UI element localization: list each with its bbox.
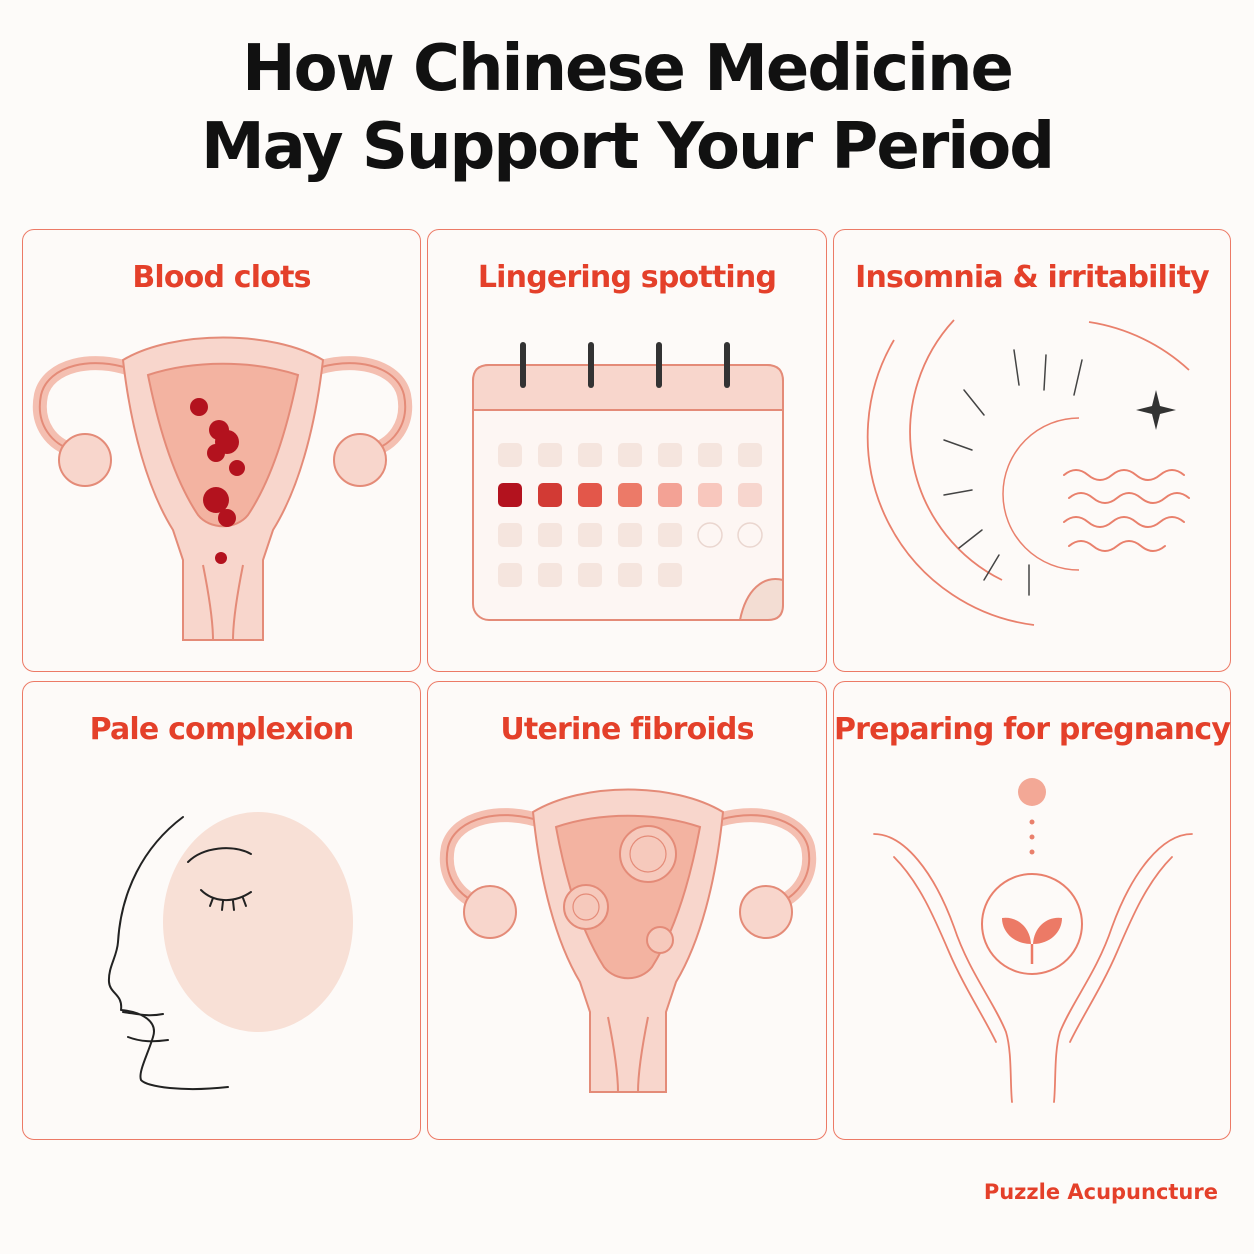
card-pale-complexion: Pale complexion xyxy=(22,681,421,1140)
uterus-fibroids-icon xyxy=(439,788,817,1093)
card-preparing-for-pregnancy: Preparing for pregnancy xyxy=(833,681,1231,1140)
card-title: Blood clots xyxy=(132,260,311,295)
brand-footer: Puzzle Acupuncture xyxy=(983,1180,1218,1204)
page-title: How Chinese Medicine May Support Your Pe… xyxy=(0,30,1254,186)
title-line-1: How Chinese Medicine xyxy=(242,32,1014,106)
card-lingering-spotting: Lingering spotting xyxy=(427,229,827,672)
card-uterine-fibroids: Uterine fibroids xyxy=(427,681,827,1140)
hands-sprout-icon xyxy=(873,778,1193,1103)
card-blood-clots: Blood clots xyxy=(22,229,421,672)
uterus-clots-icon xyxy=(32,336,413,641)
title-line-2: May Support Your Period xyxy=(200,110,1055,184)
card-title: Lingering spotting xyxy=(477,260,777,295)
calendar-spotting-icon xyxy=(472,342,784,621)
card-title: Uterine fibroids xyxy=(500,712,754,747)
card-title: Preparing for pregnancy xyxy=(834,712,1231,747)
moon-insomnia-icon xyxy=(866,319,1190,626)
card-title: Pale complexion xyxy=(89,712,355,747)
pale-face-icon xyxy=(107,812,353,1091)
card-insomnia-irritability: Insomnia & irritability xyxy=(833,229,1231,672)
card-title: Insomnia & irritability xyxy=(855,260,1210,295)
